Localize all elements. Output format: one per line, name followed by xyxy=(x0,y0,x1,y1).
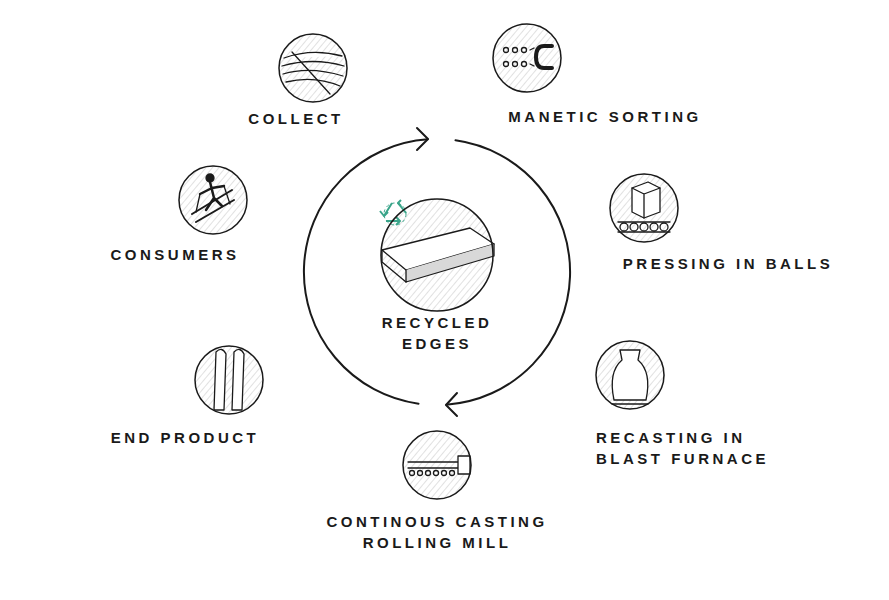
icon-outline xyxy=(596,341,664,409)
icon-outline xyxy=(403,431,471,499)
icon-outline xyxy=(179,166,247,234)
station-label: COLLECT xyxy=(248,108,343,129)
scrap-strips-icon xyxy=(282,52,344,94)
station-label: RECYCLED EDGES xyxy=(362,312,512,354)
icon-circle xyxy=(595,340,665,410)
icon-circle xyxy=(380,198,494,312)
icon-ground xyxy=(609,173,679,243)
magnet-icon xyxy=(504,46,553,68)
station-label: RECASTING IN BLAST FURNACE xyxy=(596,427,796,469)
press-cube-icon xyxy=(618,182,670,232)
icon-outline xyxy=(610,174,678,242)
rolling-mill-icon xyxy=(408,456,470,476)
station-node: CONSUMERS xyxy=(178,165,248,235)
icon-ground xyxy=(178,165,248,235)
icon-circle xyxy=(492,23,562,93)
cycle-arrowhead xyxy=(417,128,428,150)
icon-ground xyxy=(380,198,494,312)
station-node: CONTINOUS CASTING ROLLING MILL xyxy=(402,430,472,500)
station-node: RECYCLED EDGES xyxy=(380,198,494,312)
icon-ground xyxy=(278,33,348,103)
icon-ground xyxy=(492,23,562,93)
station-node: PRESSING IN BALLS xyxy=(609,173,679,243)
station-node: END PRODUCT xyxy=(194,345,264,415)
icon-circle xyxy=(402,430,472,500)
icon-outline xyxy=(493,24,561,92)
icon-circle xyxy=(278,33,348,103)
icon-outline xyxy=(195,346,263,414)
station-node: COLLECT xyxy=(278,33,348,103)
steel-edge-icon xyxy=(382,228,494,282)
cycle-ring xyxy=(304,128,570,416)
station-label: PRESSING IN BALLS xyxy=(623,253,833,274)
station-label: MANETIC SORTING xyxy=(508,106,701,127)
icon-circle xyxy=(194,345,264,415)
icon-grounds xyxy=(178,23,679,500)
icon-ground xyxy=(595,340,665,410)
skier-icon xyxy=(192,174,234,222)
icon-ground xyxy=(194,345,264,415)
station-label: END PRODUCT xyxy=(111,427,260,448)
cycle-arrowhead xyxy=(446,393,457,416)
station-label: CONSUMERS xyxy=(111,244,240,265)
station-node: RECASTING IN BLAST FURNACE xyxy=(595,340,665,410)
icon-ground xyxy=(402,430,472,500)
icon-outline xyxy=(279,34,347,102)
station-node: MANETIC SORTING xyxy=(492,23,562,93)
skis-icon xyxy=(214,349,244,410)
furnace-icon xyxy=(612,350,648,404)
station-label: CONTINOUS CASTING ROLLING MILL xyxy=(302,511,572,553)
icon-outline xyxy=(381,199,493,311)
icon-circle xyxy=(178,165,248,235)
icon-circle xyxy=(609,173,679,243)
